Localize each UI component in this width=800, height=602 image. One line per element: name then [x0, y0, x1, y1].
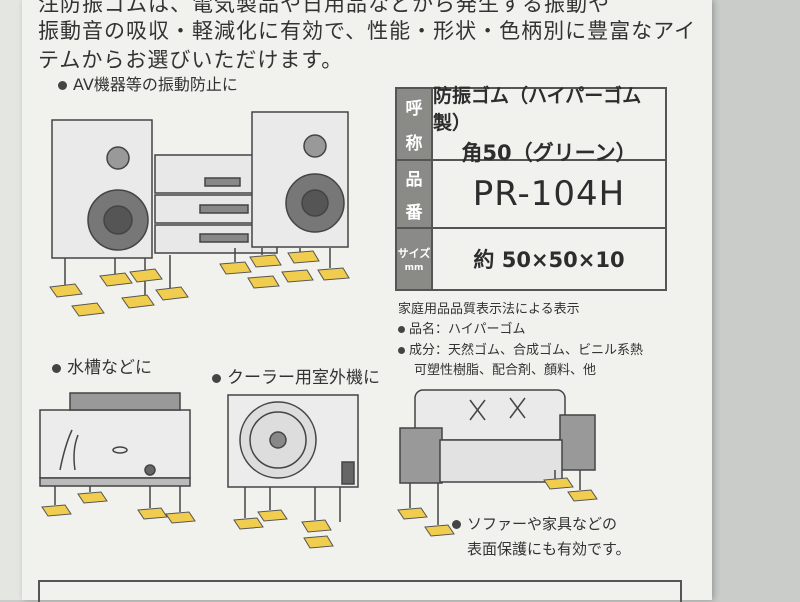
rubber-pad-icon	[247, 275, 280, 289]
spec-row-name: 呼 称 防振ゴム（ハイパーゴム製） 角50（グリーン）	[397, 85, 665, 165]
spec-code-value: PR-104H	[472, 174, 626, 214]
rubber-pad-icon	[99, 272, 133, 287]
plastic-edge	[0, 0, 22, 600]
spec-name-value-2: 角50（グリーン）	[461, 141, 637, 165]
speaker-right-icon	[251, 111, 349, 248]
rubber-pad-icon	[567, 489, 598, 502]
rubber-pad-icon	[71, 302, 105, 317]
spec-value-name: 防振ゴム（ハイパーゴム製） 角50（グリーン）	[433, 85, 665, 165]
spec-table: 呼 称 防振ゴム（ハイパーゴム製） 角50（グリーン） 品 番 PR-104H …	[395, 85, 667, 291]
spec-label-size-unit: mm	[404, 263, 424, 273]
rubber-pad-icon	[155, 286, 189, 301]
legal-title: 家庭用品品質表示法による表示	[398, 302, 580, 317]
spec-row-code: 品 番 PR-104H	[397, 161, 665, 229]
spec-value-size: 約 50×50×10	[433, 229, 665, 289]
bullet-cooler: クーラー用室外機に	[212, 363, 380, 388]
legal-product-name: 品名：ハイパーゴム	[409, 322, 526, 337]
rubber-pad-icon	[281, 269, 314, 283]
rubber-pad-icon	[287, 250, 320, 264]
speaker-left-icon	[51, 119, 153, 259]
sofa-icon	[399, 389, 596, 484]
spec-name-value-1: 防振ゴム（ハイパーゴム製）	[433, 85, 642, 134]
rubber-pad-icon	[41, 504, 72, 517]
outdoor-ac-unit-icon	[227, 394, 359, 488]
rubber-pad-icon	[233, 517, 264, 530]
rubber-pad-icon	[121, 294, 155, 309]
spec-row-size: サイズ mm 約 50×50×10	[397, 229, 665, 289]
bullet-dot-icon	[58, 81, 67, 90]
bottom-table-edge	[38, 580, 682, 602]
rubber-pad-icon	[257, 509, 288, 522]
rubber-pad-icon	[424, 524, 455, 537]
bullet-aquarium: 水槽などに	[52, 353, 152, 378]
spec-size-value: 約 50×50×10	[473, 248, 625, 272]
intro-line-2: 振動音の吸収・軽減化に有効で、性能・形状・色柄別に豊富なアイ	[38, 19, 697, 43]
bullet-aquarium-label: 水槽などに	[67, 358, 152, 378]
rubber-pad-icon	[249, 254, 282, 268]
spec-label-code: 品 番	[397, 161, 433, 227]
spec-label-name-1: 呼	[405, 99, 423, 119]
bullet-av: AV機器等の振動防止に	[58, 71, 238, 95]
spec-label-code-2: 番	[405, 203, 423, 223]
bullet-dot-icon	[398, 347, 405, 354]
rubber-pad-icon	[317, 267, 350, 281]
legal-composition: 成分：天然ゴム、合成ゴム、ビニル系熱	[398, 339, 643, 358]
rubber-pad-icon	[303, 535, 334, 549]
bullet-sofa-label-1: ソファーや家具などの	[467, 515, 618, 533]
legal-product: 品名：ハイパーゴム	[398, 318, 525, 337]
legal-composition-1: 成分：天然ゴム、合成ゴム、ビニル系熱	[409, 343, 644, 358]
bullet-sofa-line-2: 表面保護にも有効です。	[467, 540, 631, 558]
intro-line-3: テムからお選びいただけます。	[38, 48, 344, 72]
bullet-cooler-label: クーラー用室外機に	[227, 368, 380, 388]
spec-label-size-text: サイズ	[397, 247, 431, 260]
spec-label-code-1: 品	[405, 170, 423, 190]
rubber-pad-icon	[129, 268, 163, 283]
rubber-pad-icon	[165, 511, 196, 524]
bullet-dot-icon	[52, 363, 61, 373]
bullet-av-label: AV機器等の振動防止に	[73, 75, 238, 94]
bullet-dot-icon	[398, 326, 405, 333]
bullet-sofa: ソファーや家具などの	[452, 513, 617, 534]
bullet-dot-icon	[452, 520, 461, 529]
spec-value-code: PR-104H	[433, 161, 665, 227]
rubber-pads	[41, 250, 598, 549]
spec-label-name: 呼 称	[397, 89, 433, 159]
bullet-dot-icon	[212, 373, 221, 383]
rubber-pad-icon	[137, 507, 168, 520]
intro-line-1: 注防振ゴムは、電気製品や日用品などから発生する振動や	[38, 0, 610, 16]
rubber-pad-icon	[543, 477, 574, 490]
spec-label-size: サイズ mm	[397, 229, 433, 289]
rubber-pad-icon	[49, 283, 83, 298]
rubber-pad-icon	[397, 507, 428, 520]
legal-composition-2: 可塑性樹脂、配合剤、顏料、他	[414, 363, 597, 378]
rubber-pad-icon	[219, 261, 252, 275]
aquarium-icon	[39, 392, 191, 487]
rubber-pad-icon	[301, 519, 332, 533]
rubber-pad-icon	[77, 491, 108, 504]
spec-label-name-2: 称	[405, 134, 423, 154]
